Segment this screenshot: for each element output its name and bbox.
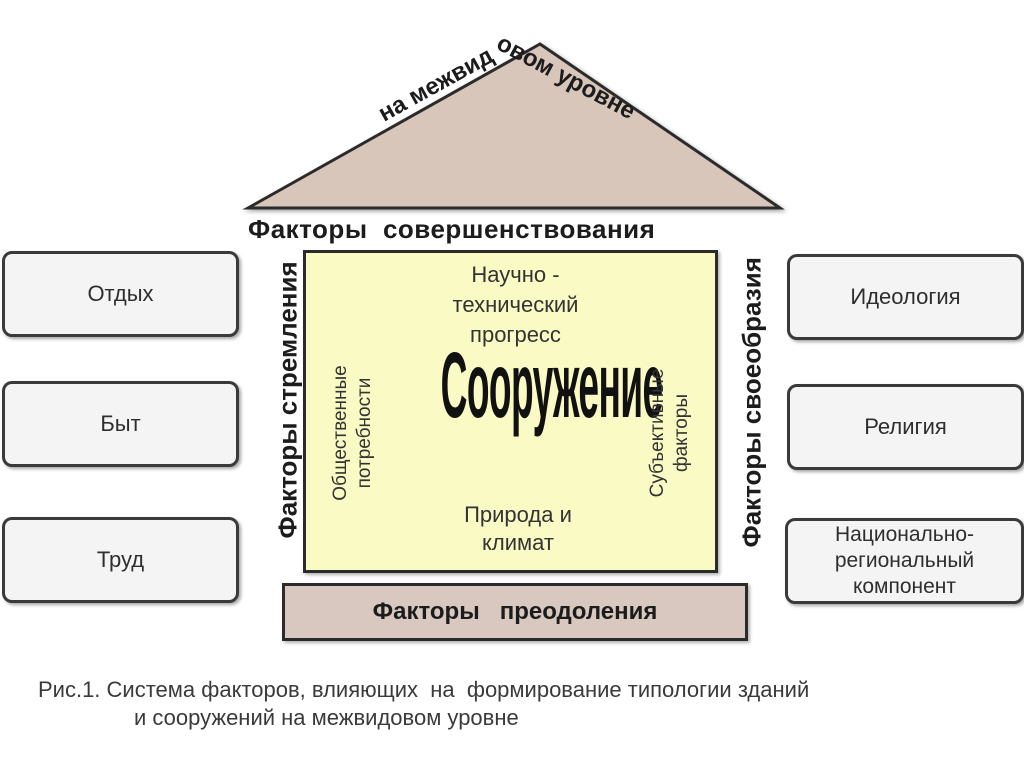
center-right-vertical-text: Субъективные факторы — [647, 368, 692, 498]
right-box-label: Национально- региональный компонент — [834, 523, 975, 598]
left-box-rest: Отдых — [2, 251, 239, 337]
base-bar-label: Факторы преодоления — [372, 598, 658, 625]
right-box-national: Национально- региональный компонент — [785, 518, 1024, 604]
left-box-label: Отдых — [87, 281, 154, 306]
roof-triangle — [242, 42, 785, 210]
left-box-life: Быт — [2, 381, 239, 467]
left-vertical-label: Факторы стремления — [272, 261, 303, 539]
center-top-text: Научно - технический прогресс — [452, 262, 579, 347]
left-box-label: Быт — [100, 411, 141, 436]
caption-line-2: и сооружений на межвидовом уровне — [134, 705, 519, 730]
left-box-label: Труд — [96, 547, 145, 572]
right-box-label: Идеология — [850, 284, 961, 309]
left-box-work: Труд — [2, 517, 239, 603]
right-box-religion: Религия — [787, 384, 1024, 470]
base-bar — [282, 583, 748, 641]
center-title: Сооружение — [440, 332, 664, 438]
center-left-vertical-text: Общественные потребности — [330, 365, 375, 501]
right-vertical-label: Факторы своеобразия — [736, 257, 767, 548]
caption-line-1: Рис.1. Система факторов, влияющих на фор… — [38, 677, 810, 702]
center-bottom-text: Природа и климат — [464, 502, 572, 555]
right-box-ideology: Идеология — [787, 254, 1024, 340]
main-panel — [303, 250, 718, 573]
top-label: Факторы совершенствования — [248, 214, 656, 244]
right-box-label: Религия — [864, 414, 947, 439]
